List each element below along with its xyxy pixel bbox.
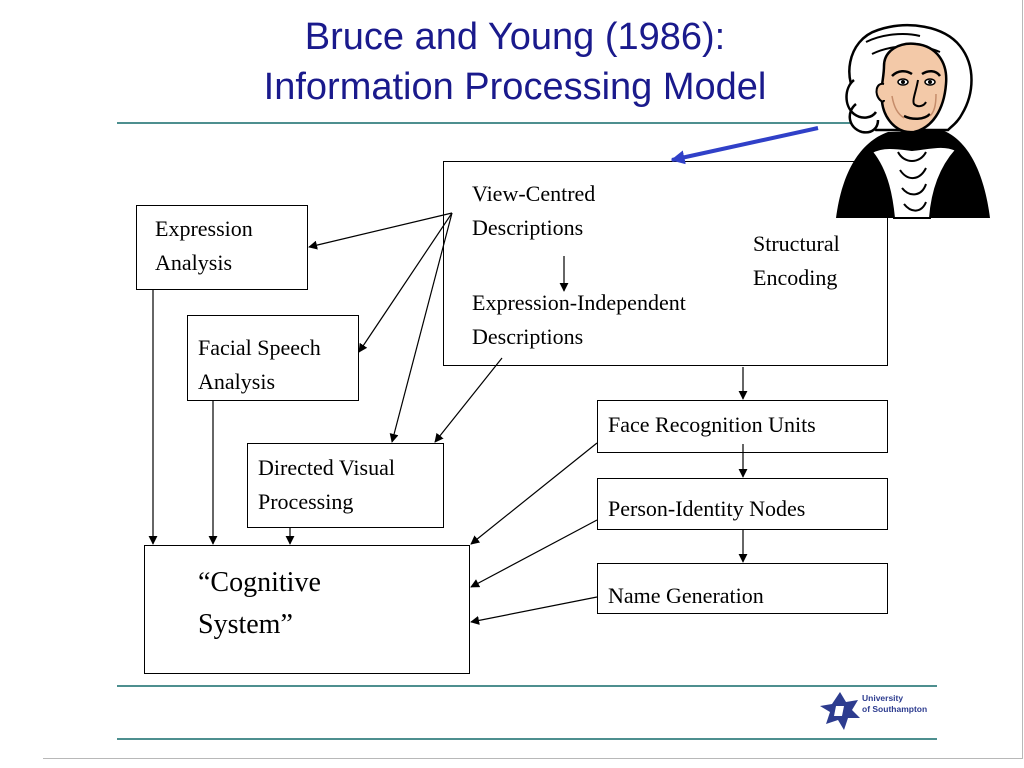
arrow-to-expression-analysis — [309, 213, 452, 247]
arrow-to-directed-visual-a — [392, 213, 452, 442]
university-logo-icon — [818, 690, 862, 734]
arrow-ng-to-cognitive — [471, 597, 597, 622]
footer-rule-top — [117, 685, 937, 687]
footer-rule-bottom — [117, 738, 937, 740]
portrait-pointer-arrow — [672, 128, 818, 160]
arrow-fru-to-cognitive — [471, 443, 597, 544]
portrait-clipart — [832, 22, 992, 220]
arrow-to-facial-speech — [359, 213, 452, 352]
arrow-to-directed-visual-b — [435, 358, 502, 442]
arrow-pin-to-cognitive — [471, 520, 597, 587]
university-logo-text: University of Southampton — [862, 693, 927, 715]
